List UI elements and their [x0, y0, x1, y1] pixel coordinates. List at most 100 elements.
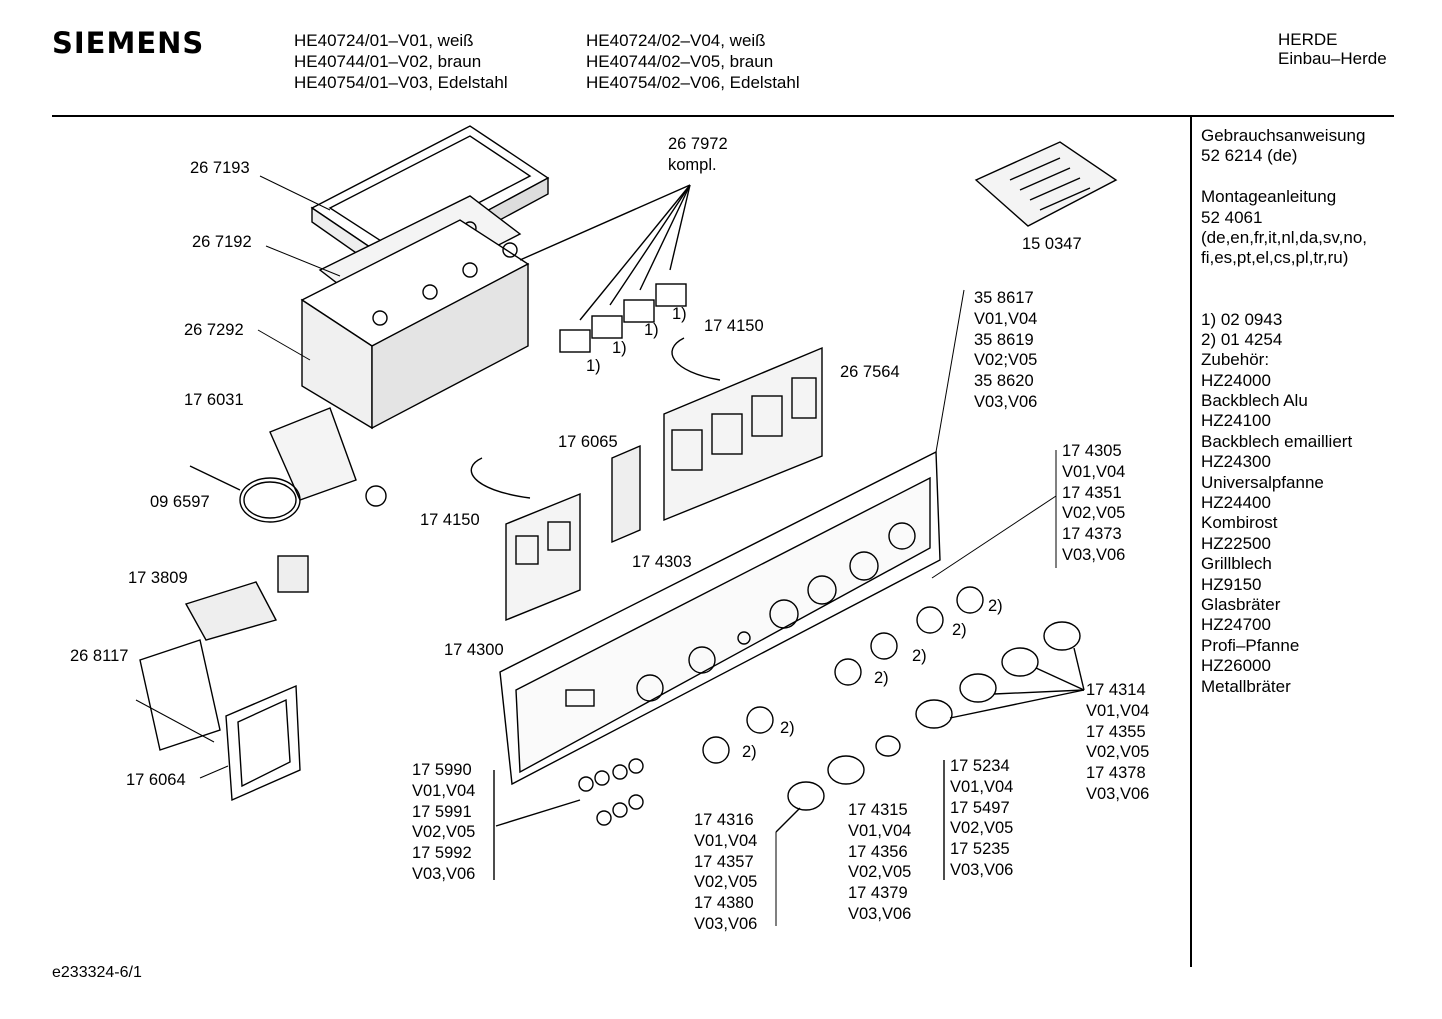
sidebar-line: Profi–Pfanne [1201, 635, 1300, 655]
label-267292: 26 7292 [184, 321, 244, 339]
label-line: 17 4315 [848, 801, 908, 819]
category-line: Einbau–Herde [1278, 49, 1387, 68]
label-line: 17 4356 [848, 842, 908, 861]
part-terminal-173809 [184, 581, 278, 641]
label-line: 17 5991 [412, 802, 472, 821]
sidebar-line: 2) 01 4254 [1201, 329, 1283, 349]
label-line: V01,V04 [1086, 701, 1150, 720]
label-358617: 35 8617 V01,V04 35 8619 V02;V05 35 8620 … [974, 288, 1037, 413]
note-2: 2) [780, 719, 795, 737]
model-line: HE40754/02–V06, Edelstahl [586, 73, 800, 92]
label-line: V01,V04 [1062, 462, 1126, 481]
label-line: V01,V04 [950, 777, 1014, 796]
sidebar-line: 52 4061 [1201, 207, 1263, 227]
label-line: V03,V06 [950, 860, 1014, 879]
part-capillary-096597 [189, 465, 309, 593]
sidebar-line: (de,en,fr,it,nl,da,sv,no, [1201, 227, 1367, 247]
label-line: V02,V05 [412, 823, 476, 842]
sidebar-line: HZ9150 [1201, 574, 1262, 594]
label-line: 17 5234 [950, 757, 1010, 775]
sidebar-divider [1190, 117, 1192, 967]
label-line: V03,V06 [1062, 545, 1126, 564]
sidebar-line: fi,es,pt,el,cs,pl,tr,ru) [1201, 248, 1349, 268]
label-267972: 26 7972 kompl. [668, 134, 728, 176]
sidebar-line: Gebrauchsanweisung [1201, 126, 1366, 145]
part-holder-176065 [611, 444, 641, 544]
sidebar-line: HZ24700 [1201, 615, 1271, 635]
part-knobs-174316 [775, 781, 825, 833]
part-knob-174315 [827, 755, 865, 785]
label-line: V03,V06 [694, 914, 758, 933]
label-line: 17 4351 [1062, 483, 1122, 502]
sidebar-line: HZ24300 [1201, 452, 1271, 472]
label-line: 35 8620 [974, 372, 1034, 391]
part-control-panel-358617 [499, 450, 941, 786]
leader-lines [135, 175, 1057, 926]
model-list-2: HE40724/02–V04, weiß HE40744/02–V05, bra… [586, 30, 800, 93]
sidebar-line: Grillblech [1201, 554, 1272, 574]
label-line: 17 4378 [1086, 764, 1146, 783]
part-buttons-175990 [493, 758, 644, 880]
label-line: 17 5497 [950, 798, 1010, 817]
sidebar-line: HZ24100 [1201, 411, 1271, 431]
model-line: HE40724/01–V01, weiß [294, 31, 474, 50]
label-line: 17 5990 [412, 761, 472, 779]
label-268117: 26 8117 [70, 647, 129, 665]
label-174305: 17 4305 V01,V04 17 4351 V02,V05 17 4373 … [1062, 441, 1125, 566]
brand-logo: SIEMENS [52, 26, 205, 60]
sidebar-spacer [1201, 167, 1367, 187]
note-1: 1) [644, 321, 659, 339]
sidebar-line: 52 6214 (de) [1201, 146, 1298, 166]
label-line: 26 7972 [668, 135, 728, 153]
label-line: V03,V06 [412, 864, 476, 883]
sidebar-line: Metallbräter [1201, 676, 1291, 696]
sidebar-line: Kombirost [1201, 513, 1278, 533]
label-174150-b: 17 4150 [420, 511, 480, 529]
label-267564: 26 7564 [840, 363, 900, 381]
label-176031: 17 6031 [184, 391, 244, 409]
label-line: 35 8617 [974, 289, 1034, 307]
label-174303: 17 4303 [632, 553, 692, 571]
part-switches-267972 [519, 184, 691, 353]
part-screw-bag-150347 [974, 141, 1118, 227]
label-line: 17 4373 [1062, 525, 1122, 544]
model-line: HE40724/02–V04, weiß [586, 31, 766, 50]
label-line: 17 4316 [694, 811, 754, 829]
label-150347: 15 0347 [1022, 235, 1082, 253]
note-2: 2) [742, 743, 757, 761]
label-line: 35 8619 [974, 330, 1034, 349]
sidebar-spacer [1201, 269, 1367, 289]
sidebar-line: HZ24400 [1201, 493, 1271, 513]
part-housing-267292 [300, 219, 530, 430]
sidebar-line: 1) 02 0943 [1201, 309, 1283, 329]
label-174314: 17 4314 V01,V04 17 4355 V02,V05 17 4378 … [1086, 680, 1149, 805]
label-line: V03,V06 [974, 392, 1038, 411]
category-label: HERDE Einbau–Herde [1278, 30, 1387, 68]
label-line: 17 4357 [694, 852, 754, 871]
label-174300: 17 4300 [444, 641, 504, 659]
label-267193: 26 7193 [190, 159, 250, 177]
label-line: 17 4380 [694, 894, 754, 913]
label-line: V03,V06 [1086, 784, 1150, 803]
label-175234: 17 5234 V01,V04 17 5497 V02,V05 17 5235 … [950, 756, 1013, 881]
label-174316: 17 4316 V01,V04 17 4357 V02,V05 17 4380 … [694, 810, 757, 935]
part-knob-rings-174305 [702, 586, 984, 764]
part-button-175234 [875, 735, 945, 880]
label-line: 17 4355 [1086, 722, 1146, 741]
part-wire-174150-top [671, 337, 721, 381]
label-175990: 17 5990 V01,V04 17 5991 V02,V05 17 5992 … [412, 760, 475, 885]
label-line: V02,V05 [848, 863, 912, 882]
sidebar-line: Zubehör: [1201, 350, 1270, 370]
label-line: 17 4379 [848, 884, 908, 903]
note-2: 2) [952, 621, 967, 639]
category-line: HERDE [1278, 30, 1338, 49]
model-line: HE40744/02–V05, braun [586, 52, 774, 71]
note-1: 1) [612, 339, 627, 357]
label-176065: 17 6065 [558, 433, 618, 451]
label-line: V01,V04 [974, 309, 1038, 328]
label-line: V02;V05 [974, 351, 1038, 370]
label-267192: 26 7192 [192, 233, 252, 251]
part-pcb-267564 [663, 346, 823, 522]
